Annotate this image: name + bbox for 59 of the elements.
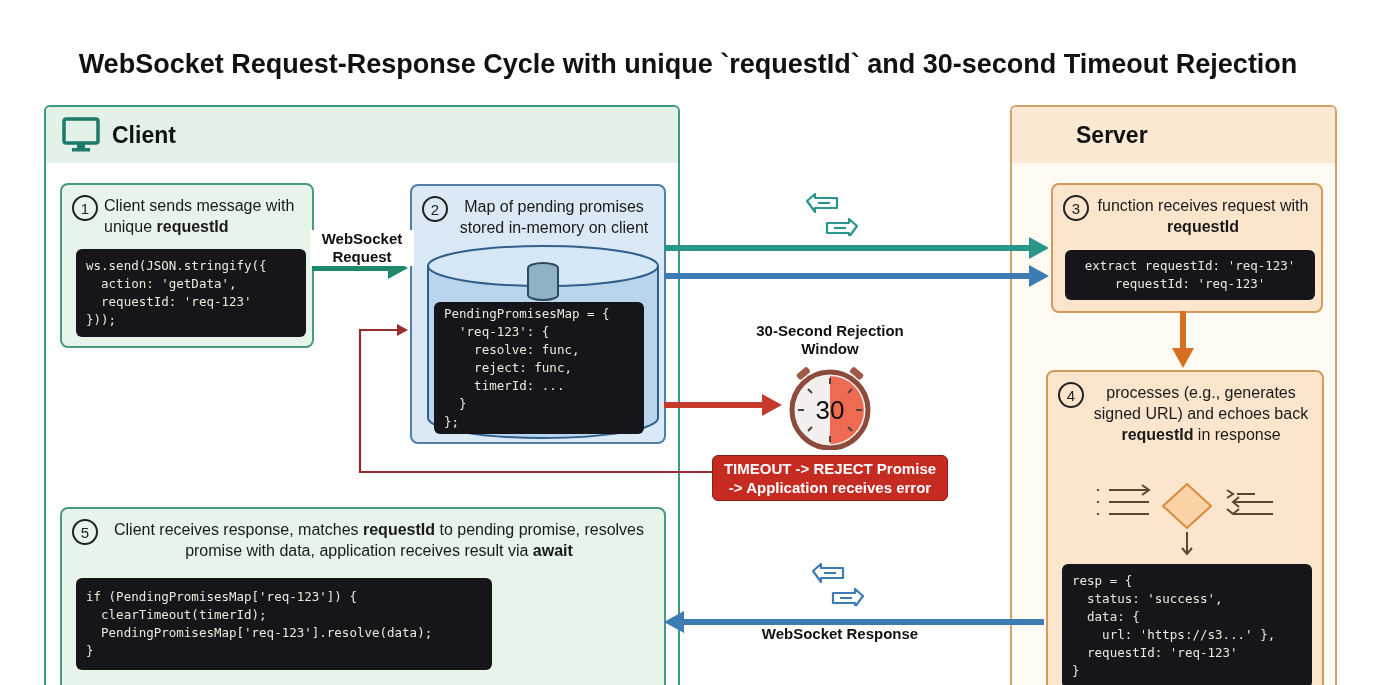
timer-value: 30 [814,396,846,424]
code-line: } [86,642,95,660]
code-line: data: { [1086,608,1141,626]
code-line: PendingPromisesMap = { [444,305,611,323]
code-line: resp = { [1072,572,1134,590]
timer-caption: 30-Second Rejection Window [755,322,905,358]
arrow [664,265,1049,287]
step-heading: Client sends message with unique requestId [104,196,296,237]
arrow [358,323,712,474]
code-block [434,302,644,434]
step-number: 4 [1058,382,1084,408]
code-block [76,578,492,670]
code-line: clearTimeout(timerId); [100,606,268,624]
diagram-title: WebSocket Request-Response Cycle with unique `requestId` and 30-second Timeout Rejection [77,48,1299,81]
step-card [410,184,666,444]
code-line: } [1072,662,1081,680]
step-number: 5 [72,519,98,545]
step-heading: function receives request with requestId [1096,196,1310,237]
client-panel [44,105,680,685]
step-number: 3 [1063,195,1089,221]
step-number: 1 [72,195,98,221]
step-heading: Map of pending promises stored in-memory on client [458,197,650,238]
step-heading: Client receives response, matches requestId to pending promise, resolves promise with data, application receives result via await [113,520,645,561]
arrow [664,611,1044,633]
code-block [1062,564,1312,685]
code-line: 'req-123': { [458,323,551,341]
code-line: requestId: 'req-123' [100,293,253,311]
code-line: status: 'success', [1086,590,1224,608]
code-line: } [458,395,468,413]
code-line: if (PendingPromisesMap['req-123']) { [86,588,358,606]
error-message: TIMEOUT -> REJECT Promise -> Application receives error [722,459,938,497]
code-line: resolve: func, [473,341,581,359]
step-card [60,183,314,348]
panel-title: Client [112,120,176,150]
edge-label: WebSocket Request [310,230,414,266]
arrow [664,394,782,416]
code-line: requestId: 'req-123' [1113,275,1267,293]
arrow [1172,311,1194,368]
code-line: })); [86,311,118,329]
step-card [1046,370,1324,685]
step-number: 2 [422,196,448,222]
panel-title: Server [1075,120,1148,150]
code-block [76,249,306,337]
arrow [664,237,1049,259]
server-panel [1010,105,1337,685]
step-card [1051,183,1323,313]
code-line: action: 'getData', [100,275,238,293]
error-box [712,455,948,501]
code-line: extract requestId: 'req-123' [1083,257,1297,275]
code-block [1065,250,1315,300]
code-line: ws.send(JSON.stringify({ [86,257,268,275]
code-line: reject: func, [473,359,573,377]
step-heading: processes (e.g., generates signed URL) and echoes back requestId in response [1092,383,1310,445]
code-line: url: 'https://s3...' }, [1101,626,1277,644]
code-line: PendingPromisesMap['req-123'].resolve(data); [100,624,434,642]
code-line: requestId: 'req-123' [1086,644,1239,662]
step-card [60,507,666,685]
code-line: timerId: ... [473,377,566,395]
code-line: }; [444,413,461,431]
